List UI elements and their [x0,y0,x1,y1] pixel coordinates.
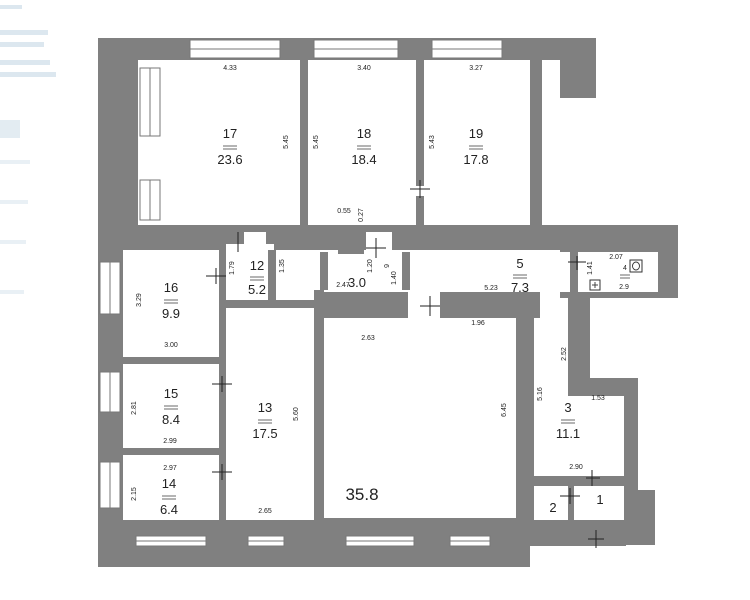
dim-label: 2.97 [163,465,177,472]
svg-text:6: 6 [382,264,389,268]
room-label-12: 12 5.2 [248,258,266,297]
dim-label: 1.41 [587,261,594,275]
dim-label: 5.60 [293,407,300,421]
dim-label: 1.79 [229,261,236,275]
dim-label: 3.27 [469,65,483,72]
room-floors [124,60,658,523]
dim-label: 0.27 [358,208,365,222]
svg-text:5.2: 5.2 [248,282,266,297]
dim-label: 2.65 [258,508,272,515]
svg-text:3: 3 [564,400,571,415]
door-marks [206,180,604,548]
dim-label: 0.55 [337,208,351,215]
sink-icon [589,279,601,291]
dim-label: 3.40 [357,65,371,72]
scan-bleed-marks [0,5,56,294]
room-label-13: 13 17.5 [252,400,277,441]
svg-text:15: 15 [164,386,178,401]
room-label-3: 3 11.1 [556,400,580,441]
svg-text:5: 5 [516,256,523,271]
main-hall-area: 35.8 [345,485,378,504]
toilet-icon [629,259,643,273]
room-label-5: 5 7.3 [511,256,529,295]
svg-text:4: 4 [623,265,627,272]
svg-text:13: 13 [258,400,272,415]
svg-text:11.1: 11.1 [556,426,580,441]
room-label-15: 15 8.4 [162,386,180,427]
svg-text:1: 1 [596,492,603,507]
dim-label: 5.45 [283,135,290,149]
dim-label: 5.43 [429,135,436,149]
svg-text:12: 12 [250,258,264,273]
dim-label: 3.00 [164,342,178,349]
dim-label: 2.99 [163,438,177,445]
svg-text:16: 16 [164,280,178,295]
dimension-labels: 4.33 3.40 3.27 5.45 5.45 5.43 0.55 0.27 … [131,65,623,515]
dim-label: 2.52 [561,347,568,361]
svg-text:6.4: 6.4 [160,502,178,517]
windows [99,39,503,547]
dim-label: 1.20 [367,259,374,273]
dim-label: 2.81 [131,401,138,415]
svg-text:8.4: 8.4 [162,412,180,427]
svg-text:14: 14 [162,476,176,491]
svg-text:19: 19 [469,126,483,141]
room-label-6: 6 3.0 [348,264,389,290]
dim-label: 1.35 [279,259,286,273]
dim-label: 1.96 [471,320,485,327]
dim-label: 1.40 [391,271,398,285]
dim-label: 2.90 [569,464,583,471]
dim-label: 2.07 [609,254,623,261]
dim-label: 6.45 [501,403,508,417]
svg-text:23.6: 23.6 [217,152,242,167]
svg-text:3.0: 3.0 [348,275,366,290]
svg-text:17.8: 17.8 [463,152,488,167]
dim-label: 5.23 [484,285,498,292]
room-label-4: 4 2.9 [619,265,630,291]
dim-label: 5.16 [537,387,544,401]
dim-label: 4.33 [223,65,237,72]
svg-text:17: 17 [223,126,237,141]
dim-label: 5.45 [313,135,320,149]
dim-label: 2.63 [361,335,375,342]
svg-text:2.9: 2.9 [619,284,629,291]
svg-text:2: 2 [549,500,556,515]
svg-text:18.4: 18.4 [351,152,376,167]
room-label-2: 2 [549,500,556,515]
svg-text:9.9: 9.9 [162,306,180,321]
room-label-1: 1 [596,492,603,507]
dim-label: 1.53 [591,395,605,402]
svg-text:18: 18 [357,126,371,141]
svg-text:7.3: 7.3 [511,280,529,295]
dim-label: 2.15 [131,487,138,501]
dim-label: 2.47 [336,282,350,289]
room-label-14: 14 6.4 [160,476,178,517]
partitions [122,58,626,546]
room-label-19: 19 17.8 [463,126,488,167]
svg-text:17.5: 17.5 [252,426,277,441]
room-label-18: 18 18.4 [351,126,376,167]
room-label-17: 17 23.6 [217,126,242,167]
room-label-16: 16 9.9 [162,280,180,321]
dim-label: 3.29 [136,293,143,307]
